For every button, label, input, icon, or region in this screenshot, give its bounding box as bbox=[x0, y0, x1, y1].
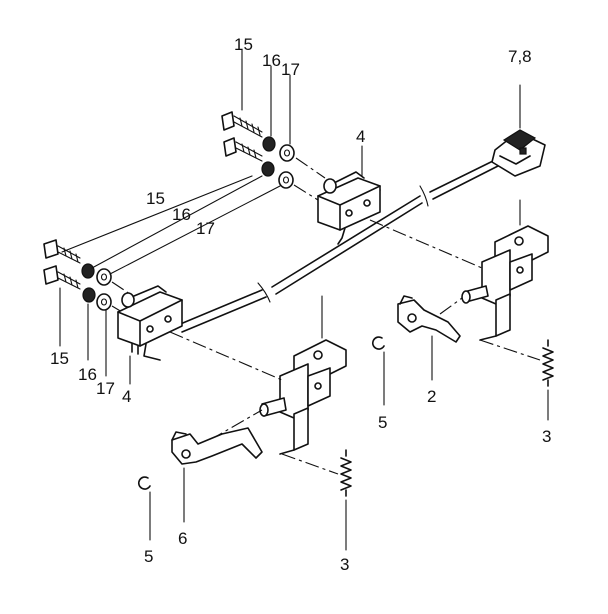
callout-2: 2 bbox=[427, 387, 436, 406]
lockwasher-top bbox=[261, 136, 276, 177]
callout-7-8: 7,8 bbox=[508, 47, 532, 66]
callout-5-left: 5 bbox=[144, 547, 153, 566]
microswitch-bottom bbox=[117, 285, 183, 361]
washer-top bbox=[278, 144, 295, 189]
clip-left bbox=[137, 476, 151, 541]
bracket-right bbox=[461, 199, 549, 341]
clip-right bbox=[371, 336, 385, 406]
callout-16-mid: 16 bbox=[172, 205, 191, 224]
callout-3-right: 3 bbox=[542, 427, 551, 446]
lockwasher-bottom bbox=[81, 263, 96, 303]
washer-bottom bbox=[96, 268, 112, 311]
callout-17-mid: 17 bbox=[196, 219, 215, 238]
callout-17-bottom: 17 bbox=[96, 379, 115, 398]
screw-mid bbox=[223, 137, 263, 162]
callout-15-bottom: 15 bbox=[50, 349, 69, 368]
lever-left bbox=[171, 427, 263, 523]
screw-bottom-b bbox=[43, 265, 81, 290]
callout-16-bottom: 16 bbox=[78, 365, 97, 384]
screw-bottom-a bbox=[43, 239, 81, 264]
lever-right bbox=[397, 295, 461, 343]
callout-5-right: 5 bbox=[378, 413, 387, 432]
callout-6: 6 bbox=[178, 529, 187, 548]
callout-17-top: 17 bbox=[281, 60, 300, 79]
callout-4-top: 4 bbox=[356, 127, 365, 146]
screw-top bbox=[221, 111, 263, 138]
microswitch-top bbox=[317, 171, 381, 245]
callout-15-mid: 15 bbox=[146, 189, 165, 208]
bracket-left bbox=[259, 295, 347, 455]
callout-4-bottom: 4 bbox=[122, 387, 131, 406]
wire-harness bbox=[177, 159, 499, 333]
spring-right bbox=[479, 339, 554, 421]
spring-left bbox=[281, 449, 352, 551]
callout-16-top: 16 bbox=[262, 51, 281, 70]
callout-15-top: 15 bbox=[234, 35, 253, 54]
callout-3-left: 3 bbox=[340, 555, 349, 574]
connector bbox=[491, 84, 546, 177]
